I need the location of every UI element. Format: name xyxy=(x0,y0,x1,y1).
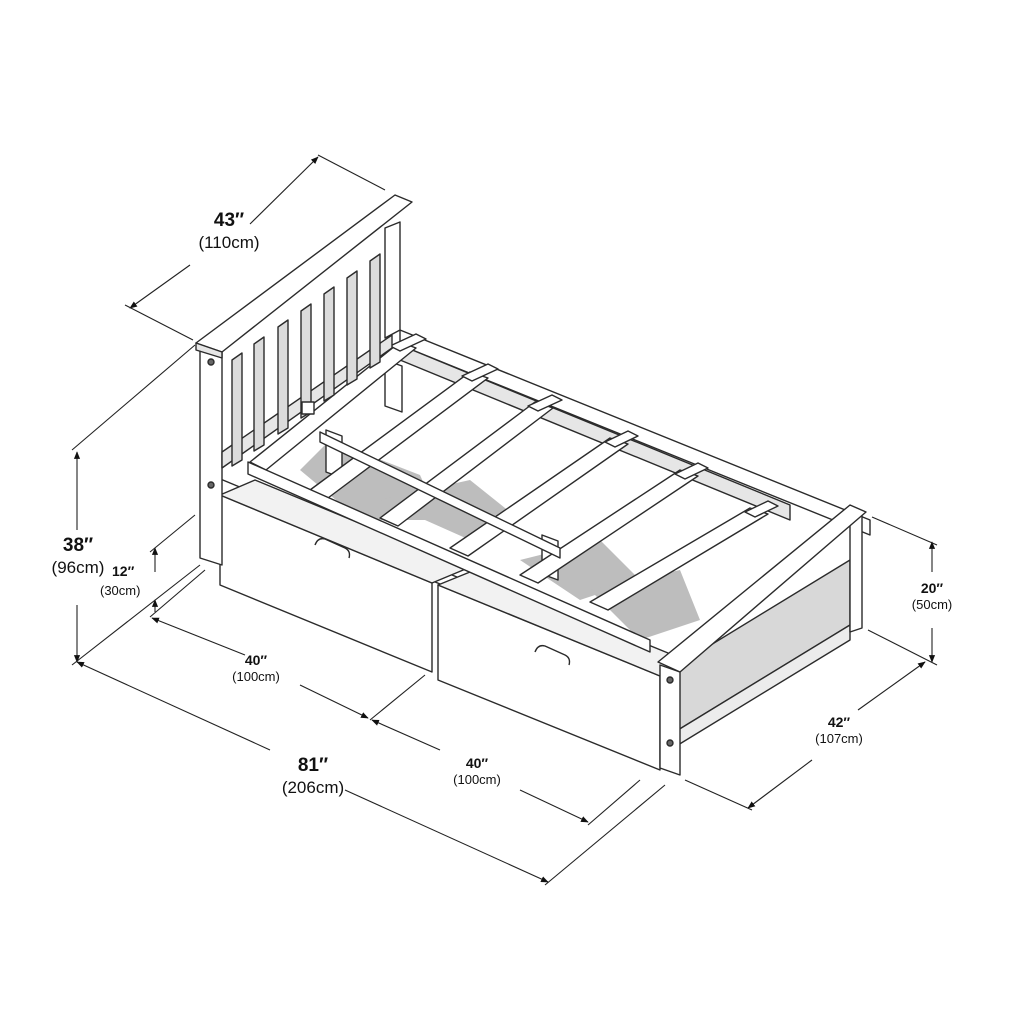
headboard-width-inches: 43″ xyxy=(213,210,245,231)
footboard-height-cm: (50cm) xyxy=(911,596,953,612)
drawer-2-length-cm: (100cm) xyxy=(453,771,501,787)
footboard xyxy=(657,504,867,776)
drawer-1-length-cm: (100cm) xyxy=(232,668,280,684)
overall-width-inches: 42″ xyxy=(827,714,851,730)
overall-width-cm: (107cm) xyxy=(815,730,863,746)
clearance-height-inches: 12″ xyxy=(112,563,135,579)
headboard-height-inches: 38″ xyxy=(62,535,94,556)
dimension-lines xyxy=(71,154,938,886)
drawer-2-length-label: 40″ (100cm) xyxy=(453,755,501,787)
headboard-width-label: 43″ (110cm) xyxy=(198,210,259,253)
drawer-1-length-label: 40″ (100cm) xyxy=(232,652,280,684)
overall-width-label: 42″ (107cm) xyxy=(815,714,863,746)
headboard-width-cm: (110cm) xyxy=(198,232,260,252)
clearance-height-cm-label: (30cm) xyxy=(100,583,140,599)
clearance-height-inches-label: 12″ xyxy=(112,563,134,580)
overall-length-label: 81″ (206cm) xyxy=(282,755,344,798)
center-rail xyxy=(247,431,651,653)
drawer-2-length-inches: 40″ xyxy=(465,755,489,771)
drawer-1-length-inches: 40″ xyxy=(244,652,268,668)
overall-length-cm: (206cm) xyxy=(281,777,345,797)
clearance-height-cm: (30cm) xyxy=(100,583,141,598)
headboard-height-label: 38″ (96cm) xyxy=(52,535,105,578)
footboard-height-inches: 20″ xyxy=(920,580,944,596)
overall-length-inches: 81″ xyxy=(297,755,329,776)
headboard-height-cm: (96cm) xyxy=(51,557,105,577)
headboard xyxy=(195,194,413,566)
footboard-height-label: 20″ (50cm) xyxy=(912,580,952,612)
